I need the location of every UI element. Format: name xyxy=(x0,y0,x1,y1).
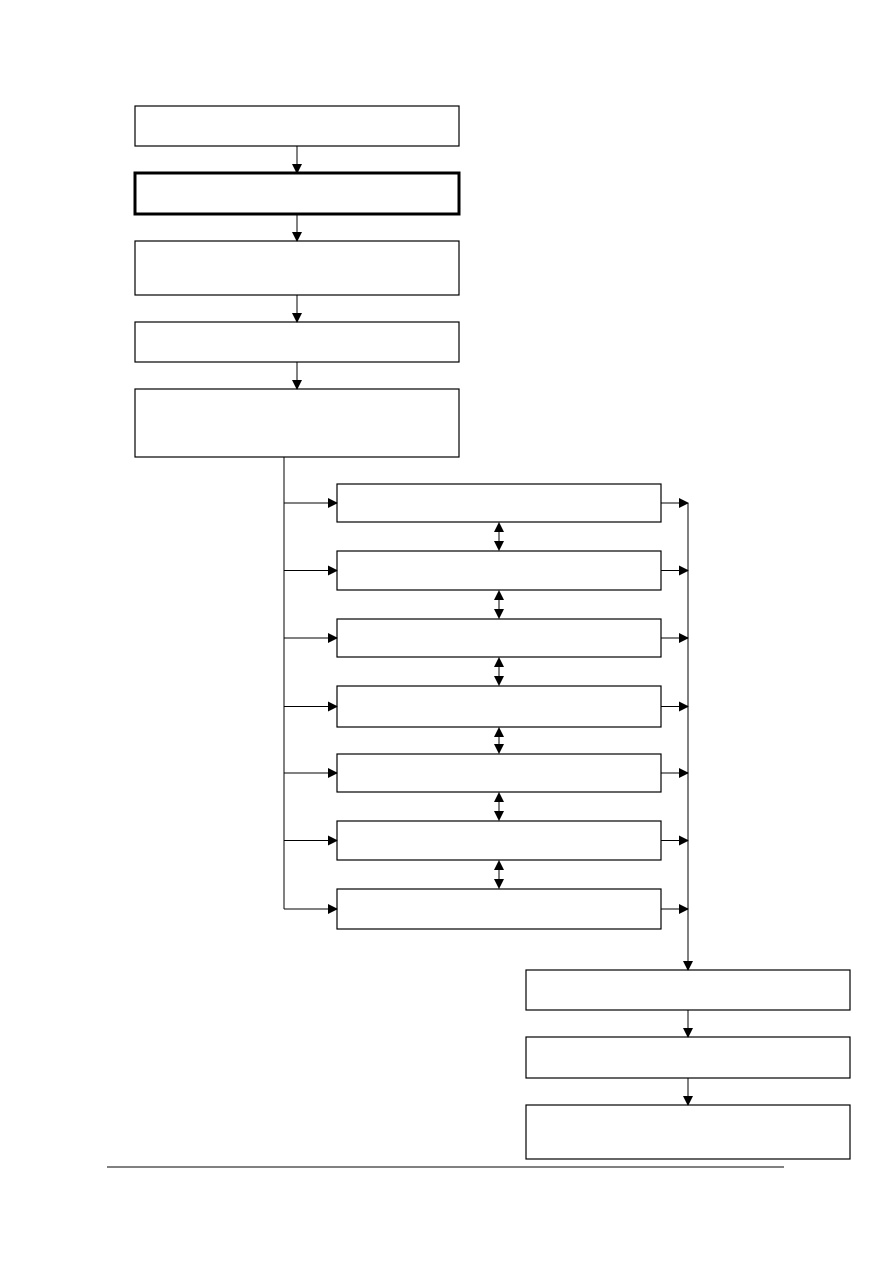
main-step-box-1 xyxy=(134,105,460,147)
branch-box-7-frame xyxy=(336,888,662,930)
main-step-box-1-frame xyxy=(134,105,460,147)
branch-box-5 xyxy=(336,753,662,793)
main-step-box-4 xyxy=(134,321,460,363)
branch-box-6 xyxy=(336,820,662,861)
branch-box-5-frame xyxy=(336,753,662,793)
branch-box-2 xyxy=(336,550,662,591)
final-step-box-2 xyxy=(525,1036,851,1079)
main-step-box-5 xyxy=(134,388,460,458)
main-step-box-4-frame xyxy=(134,321,460,363)
branch-box-4-frame xyxy=(336,685,662,728)
final-step-box-2-frame xyxy=(525,1036,851,1079)
final-step-box-1 xyxy=(525,969,851,1011)
final-step-box-3 xyxy=(525,1104,851,1160)
diagram-connectors xyxy=(107,146,784,1168)
main-step-box-2 xyxy=(133,171,461,216)
main-step-box-3-frame xyxy=(134,240,460,296)
branch-box-1 xyxy=(336,483,662,523)
main-step-box-2-frame xyxy=(133,171,461,216)
branch-box-7 xyxy=(336,888,662,930)
branch-box-3 xyxy=(336,618,662,658)
branch-box-1-frame xyxy=(336,483,662,523)
final-step-box-1-frame xyxy=(525,969,851,1011)
branch-box-2-frame xyxy=(336,550,662,591)
diagram-boxes xyxy=(133,105,851,1160)
main-step-box-3 xyxy=(134,240,460,296)
main-step-box-5-frame xyxy=(134,388,460,458)
final-step-box-3-frame xyxy=(525,1104,851,1160)
branch-box-3-frame xyxy=(336,618,662,658)
branch-box-6-frame xyxy=(336,820,662,861)
branch-box-4 xyxy=(336,685,662,728)
